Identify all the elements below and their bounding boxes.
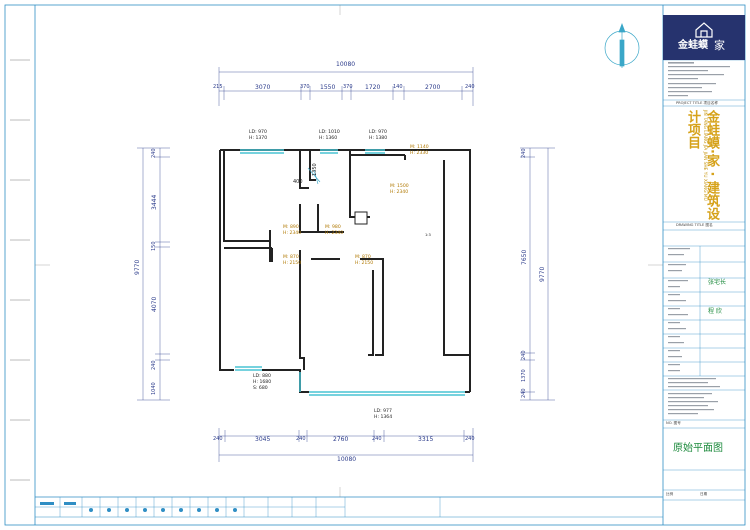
door-m4-height: H: 2340 [325, 231, 344, 236]
reviewer-signature: 程 欣 [708, 308, 722, 315]
brand-logo-icon [695, 22, 713, 38]
door-m2-width: M: 1500 [390, 184, 409, 189]
door-m2-height: H: 2340 [390, 190, 409, 195]
opening-ld3-width: LD: 970 [369, 130, 387, 135]
dim-top-total: 10080 [336, 61, 356, 68]
opening-ld5-width: LD: 977 [374, 409, 392, 414]
door-m5-height: H: 2150 [283, 261, 302, 266]
dim-bottom-seg-1: 240 [213, 436, 223, 442]
dim-top-seg-8: 2700 [425, 84, 441, 91]
dim-bottom-seg-2: 3045 [255, 436, 271, 443]
door-m4-width: M: 980 [325, 225, 341, 230]
door-m6-height: H: 2150 [355, 261, 374, 266]
door-m5-width: M: 870 [283, 255, 299, 260]
designer-signature: 张宅长 [708, 279, 727, 286]
opening-ld2-width: LD: 1010 [319, 130, 340, 135]
wc-label: 1:3 [425, 233, 431, 237]
dim-top-seg-6: 1720 [365, 84, 381, 91]
sheet-border [4, 4, 746, 526]
brand-suffix: 家 [714, 39, 725, 52]
dim-right-seg-4: 1370 [521, 369, 527, 382]
dim-bottom-total: 10080 [337, 456, 357, 463]
opening-ld4-sill: S: 680 [253, 386, 268, 391]
door-m1-height: H: 2330 [410, 151, 429, 156]
dim-right-seg-2: 7650 [521, 249, 528, 265]
dim-top-seg-3: 370 [300, 84, 310, 90]
dim-right-seg-3: 240 [521, 350, 527, 360]
opening-ld1-width: LD: 970 [249, 130, 267, 135]
dim-top-seg-4: 1550 [320, 84, 336, 91]
door-m6-width: M: 870 [355, 255, 371, 260]
dim-bottom-seg-5: 240 [372, 436, 382, 442]
dim-1350: 1350 [312, 163, 318, 176]
dim-bottom-seg-4: 2760 [333, 436, 349, 443]
dim-left-seg-3: 150 [151, 241, 157, 251]
brand-name: 金蛙蟆 [678, 40, 708, 51]
opening-ld4-height: H: 1680 [253, 380, 272, 385]
dim-bottom-seg-3: 240 [296, 436, 306, 442]
floor-plan-walls [219, 149, 471, 393]
dim-left-seg-1: 240 [151, 148, 157, 158]
dim-top-seg-7: 140 [393, 84, 403, 90]
date-label: 日期 [700, 492, 708, 496]
dim-right-total: 9770 [539, 266, 546, 282]
no-label: NO. 图号 [666, 421, 681, 425]
dim-bottom-seg-7: 240 [465, 436, 475, 442]
dim-left-seg-2: 3444 [151, 194, 158, 210]
dim-left-total: 9770 [134, 259, 141, 275]
door-m1-width: M: 1140 [410, 145, 429, 150]
drawing-name: 原始平面图 [673, 443, 723, 454]
opening-ld3-height: H: 1380 [369, 136, 388, 141]
dim-bottom-seg-6: 3315 [418, 436, 434, 443]
dim-right-seg-5: 240 [521, 388, 527, 398]
opening-ld5-height: H: 1364 [374, 415, 393, 420]
dim-top-seg-9: 240 [465, 84, 475, 90]
dim-top-seg-2: 3070 [255, 84, 271, 91]
dim-400: 400 [293, 179, 303, 185]
opening-ld4-width: LD: 880 [253, 374, 271, 379]
door-m3-height: H: 2340 [283, 231, 302, 236]
shaft-box [354, 211, 368, 225]
scale-label: 比例 [666, 492, 674, 496]
dim-left-seg-6: 1040 [151, 382, 157, 395]
door-m3-width: M: 890 [283, 225, 299, 230]
dim-top-seg-5: 370 [343, 84, 353, 90]
drawing-title-label: DRAWING TITLE 图名 [676, 223, 713, 227]
windows [235, 149, 465, 396]
project-name: 金蛙蟆·家 · 建筑设计项目 [685, 110, 719, 220]
dim-left-seg-4: 4070 [151, 296, 158, 312]
dim-top-seg-1: 215 [213, 84, 223, 90]
dimension-lines [137, 67, 555, 462]
opening-ld2-height: H: 1360 [319, 136, 338, 141]
dim-left-seg-5: 240 [151, 360, 157, 370]
compass-icon [604, 23, 640, 68]
dim-right-seg-1: 240 [521, 148, 527, 158]
project-pinyin: JIN TANG LIANG JIA JIAN SHE YU XIANG MU [702, 110, 707, 201]
opening-ld1-height: H: 1370 [249, 136, 268, 141]
project-title-label: PROJECT TITLE 项目名称 [676, 101, 718, 105]
